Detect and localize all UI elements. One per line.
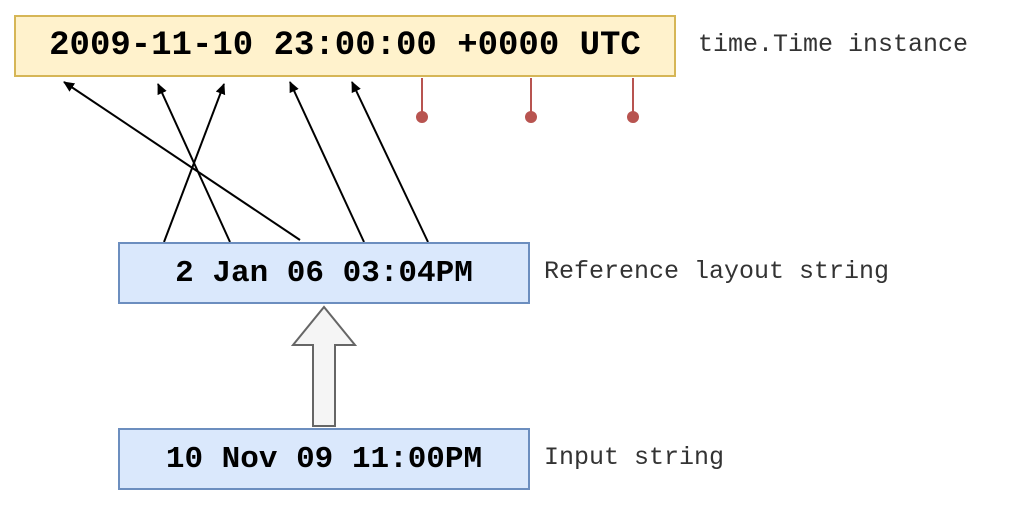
pin-seconds: [416, 78, 428, 123]
input-string-caption: Input string: [544, 443, 725, 472]
pin-timezone: [627, 78, 639, 123]
reference-layout-caption: Reference layout string: [544, 257, 890, 286]
input-string-value: 10 Nov 09 11:00PM: [165, 441, 483, 477]
arrow-04-to-minute: [351, 81, 429, 243]
pin-offset: [525, 78, 537, 123]
block-up-arrow: [290, 305, 358, 427]
arrow-03-to-hour: [289, 81, 365, 243]
reference-layout-box: 2 Jan 06 03:04PM: [118, 242, 530, 304]
time-instance-value: 2009-11-10 23:00:00 +0000 UTC: [49, 27, 641, 65]
input-string-box: 10 Nov 09 11:00PM: [118, 428, 530, 490]
arrow-06-to-year: [63, 81, 301, 241]
arrow-jan-to-month: [157, 83, 231, 243]
reference-layout-value: 2 Jan 06 03:04PM: [175, 255, 473, 291]
time-instance-caption: time.Time instance: [698, 30, 969, 59]
time-instance-box: 2009-11-10 23:00:00 +0000 UTC: [14, 15, 676, 77]
